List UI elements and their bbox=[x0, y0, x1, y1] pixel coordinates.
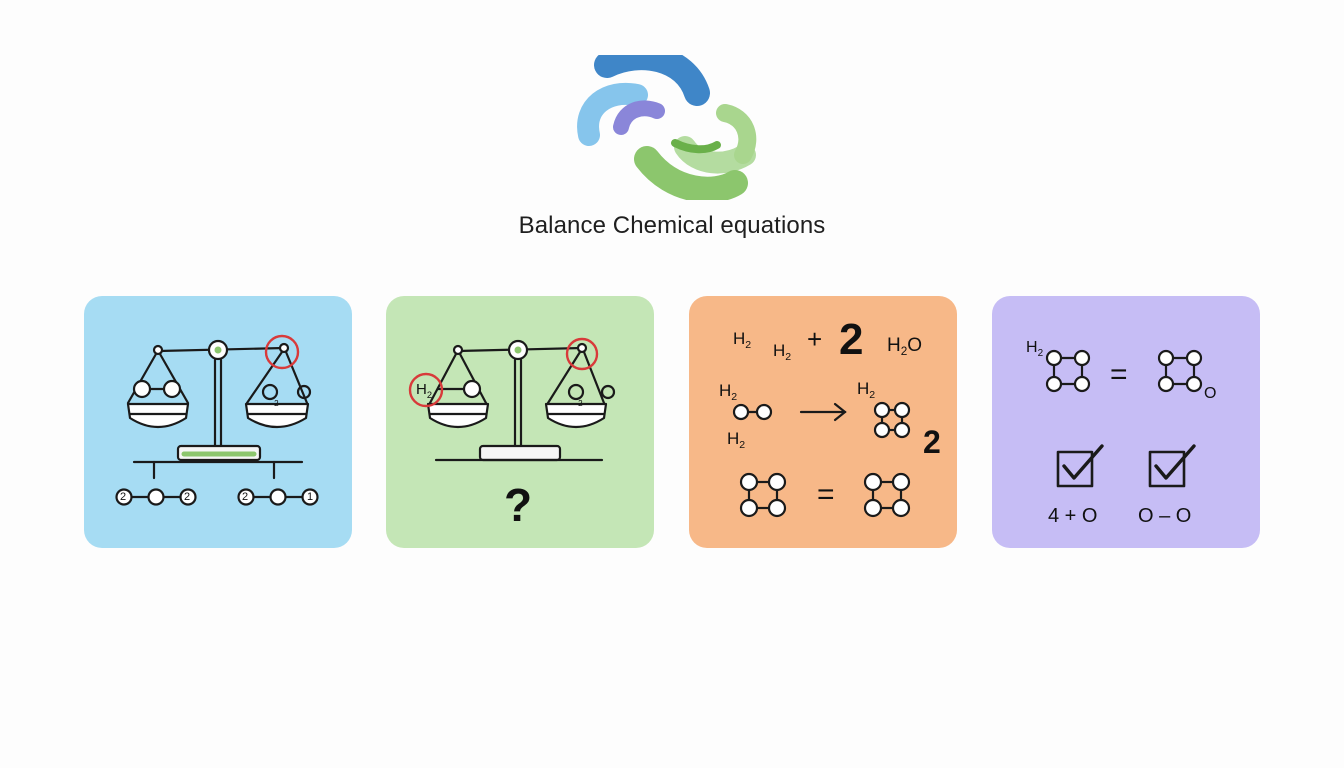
coefficient-label: 2 bbox=[242, 491, 249, 503]
molecule-label: O2 bbox=[578, 399, 583, 409]
coefficient-label: 2 bbox=[120, 491, 127, 503]
coefficient-label: 2 bbox=[839, 315, 864, 364]
molecule-label: H2 bbox=[1026, 339, 1044, 359]
balance-scale-icon bbox=[408, 337, 616, 462]
question-mark: ? bbox=[504, 479, 533, 531]
checkbox-checked-icon bbox=[1148, 444, 1196, 488]
molecule-label: H2 bbox=[733, 329, 752, 351]
molecule-label: O2 bbox=[274, 399, 279, 409]
molecule-icon bbox=[1045, 349, 1203, 488]
coefficient-label: 2 bbox=[184, 491, 191, 503]
molecule-icon bbox=[732, 401, 911, 518]
reaction-arrow-icon bbox=[799, 402, 847, 422]
equation-caption: O – O bbox=[1138, 505, 1192, 527]
molecule-label: H2 bbox=[416, 381, 433, 400]
molecule-label: H2 bbox=[719, 381, 738, 403]
balanced-check-card: H2 = O 4 + O O – O bbox=[992, 296, 1260, 548]
balance-scale-icon bbox=[115, 334, 319, 506]
coefficient-label: 2 bbox=[923, 424, 941, 460]
molecule-label: H2 bbox=[773, 341, 792, 363]
unbalanced-scale-card: H2 O2 O ? bbox=[386, 296, 654, 548]
balance-scale-card: O2 O 2 2 2 1 bbox=[84, 296, 352, 548]
equals-sign: = bbox=[1110, 358, 1128, 391]
plus-sign: + bbox=[807, 324, 823, 354]
atom-label: O bbox=[1204, 385, 1217, 402]
molecule-label: H2O bbox=[887, 335, 923, 359]
swirl-logo-icon bbox=[577, 55, 757, 200]
equals-sign: = bbox=[817, 478, 835, 511]
coefficient-label: 1 bbox=[307, 491, 314, 503]
equation-caption: 4 + O bbox=[1048, 505, 1098, 527]
page-title: Balance Chemical equations bbox=[518, 212, 826, 239]
checkbox-checked-icon bbox=[1056, 444, 1104, 488]
equation-steps-card: H2 H2 + 2 H2O H2 H2 H2 2 = bbox=[689, 296, 957, 548]
molecule-label: H2 bbox=[857, 379, 876, 401]
molecule-label: H2 bbox=[727, 429, 746, 451]
